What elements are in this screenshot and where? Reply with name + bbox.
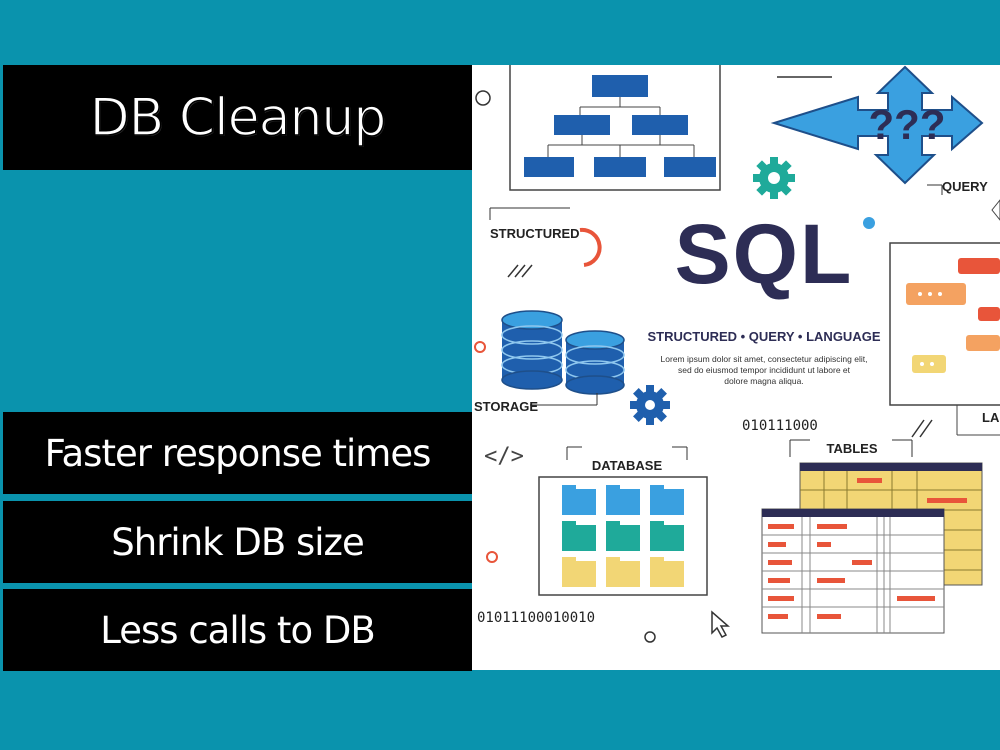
title-banner: DB Cleanup <box>3 65 472 170</box>
cursor-icon <box>711 610 730 638</box>
gear-blue-icon <box>630 385 670 425</box>
lorem-line-1: Lorem ipsum dolor sit amet, consectetur … <box>661 354 868 364</box>
tables-diagram: TABLES <box>761 439 983 634</box>
bullet-less-calls: Less calls to DB <box>3 589 472 671</box>
bullet-faster-response: Faster response times <box>3 412 472 494</box>
chat-panel: LA <box>889 242 1000 436</box>
hierarchy-diagram <box>509 65 721 191</box>
question-marks: ??? <box>869 101 946 148</box>
bullet-shrink-db: Shrink DB size <box>3 501 472 583</box>
circle-decor <box>475 90 491 106</box>
label-la: LA <box>982 410 1000 425</box>
label-query: QUERY <box>942 179 988 194</box>
arc-decor <box>579 227 602 267</box>
gear-icon <box>753 157 795 199</box>
label-structured: STRUCTURED <box>490 226 580 241</box>
lorem-line-3: dolore magna aliqua. <box>724 376 803 386</box>
database-cylinders-icon <box>501 310 625 395</box>
database-folders: DATABASE <box>538 446 708 596</box>
sql-subtitle: STRUCTURED • QUERY • LANGUAGE <box>647 329 880 344</box>
code-tag-icon: </> <box>484 444 524 469</box>
binary-bottom: 01011100010010 <box>477 610 595 626</box>
label-database: DATABASE <box>592 458 663 473</box>
label-storage: STORAGE <box>474 399 538 414</box>
sql-logo: SQL <box>675 207 854 301</box>
lorem-line-2: sed do eiusmod tempor incididunt ut labo… <box>678 365 851 375</box>
illustration-canvas: ??? QUERY STRUCTURED SQL STRUCTURED • QU <box>474 65 1000 643</box>
page-title: DB Cleanup <box>89 87 387 149</box>
binary-top: 010111000 <box>742 418 818 434</box>
question-arrows-icon: ??? <box>770 65 984 185</box>
label-tables: TABLES <box>826 441 877 456</box>
sql-illustration: ??? QUERY STRUCTURED SQL STRUCTURED • QU <box>472 65 1000 670</box>
